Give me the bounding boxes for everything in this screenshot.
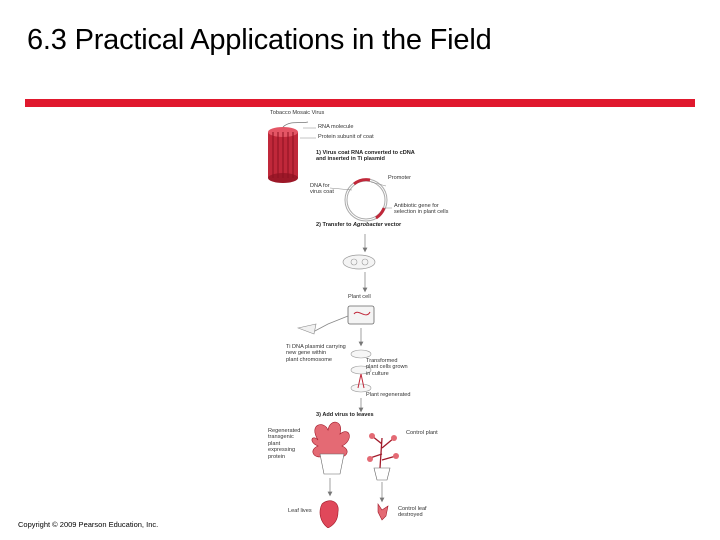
slide-title: 6.3 Practical Applications in the Field <box>27 24 492 56</box>
figure-tmv-transgenic-process: Tobacco Mosaic Virus RNA molecule Protei… <box>258 108 458 528</box>
process-diagram <box>268 121 399 528</box>
destroyed-leaf-icon <box>377 503 389 521</box>
step3-label: 3) Add virus to leaves <box>316 412 374 418</box>
plant-cell-label: Plant cell <box>348 294 371 300</box>
tobacco-mosaic-virus-icon <box>268 121 309 183</box>
plant-regenerated-label: Plant regenerated <box>366 392 411 398</box>
transformed-cells-label: Transformed plant cells grown in culture <box>366 358 408 377</box>
title-divider <box>25 99 695 107</box>
ti-plasmid-icon <box>344 178 388 222</box>
control-leaf-label: Control leaf destroyed <box>398 506 427 519</box>
plant-cell-icon <box>347 305 375 325</box>
antibiotic-gene-label: Antibiotic gene for selection in plant c… <box>394 203 449 216</box>
dna-virus-coat-label: DNA for virus coat <box>310 183 334 196</box>
virus-title-label: Tobacco Mosaic Virus <box>270 110 325 116</box>
promoter-label: Promoter <box>388 175 412 181</box>
culture-dishes-icon <box>350 349 372 393</box>
step1-label: 1) Virus coat RNA converted to cDNA and … <box>316 150 415 163</box>
healthy-leaf-icon <box>319 500 339 528</box>
copyright-notice: Copyright © 2009 Pearson Education, Inc. <box>18 520 159 529</box>
transgenic-plant-icon <box>311 421 350 475</box>
rna-molecule-label: RNA molecule <box>318 124 354 130</box>
protein-subunit-label: Protein subunit of coat <box>318 134 374 140</box>
control-plant-icon <box>367 433 399 481</box>
step2-label: 2) Transfer to Agrobacter vector <box>316 222 402 228</box>
ti-dna-label: Ti DNA plasmid carrying new gene within … <box>286 344 346 363</box>
regenerated-plant-label: Regenerated transgenic plant expressing … <box>268 428 301 460</box>
agrobacter-icon <box>342 254 376 270</box>
leaf-lives-label: Leaf lives <box>288 508 312 514</box>
control-plant-label: Control plant <box>406 430 438 436</box>
